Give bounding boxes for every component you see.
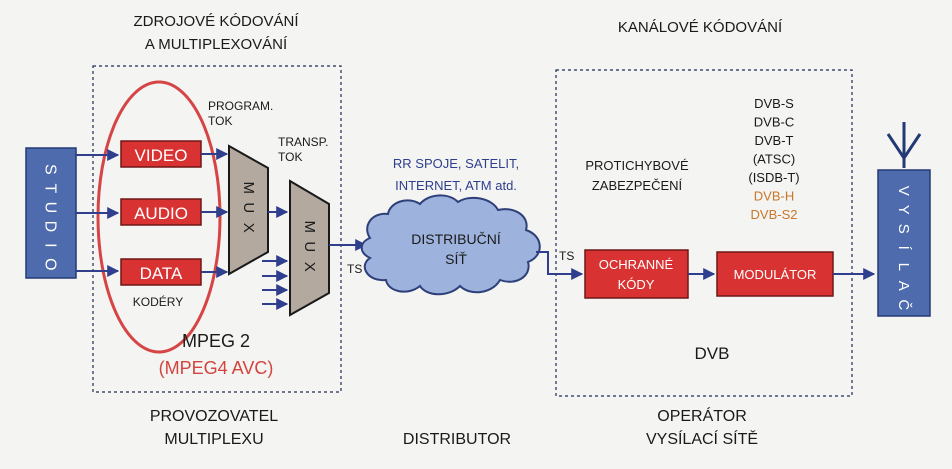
heading-source-coding-2: A MULTIPLEXOVÁNÍ — [145, 36, 288, 53]
links-label-2: INTERNET, ATM atd. — [395, 178, 517, 193]
transmitter-letter: Y — [895, 205, 912, 215]
protection-codes-box — [584, 249, 689, 299]
protection-codes-label-1: OCHRANNÉ — [599, 257, 674, 272]
standard-item: DVB-S — [754, 96, 794, 111]
data-label: DATA — [140, 264, 183, 283]
mpeg2-label: MPEG 2 — [182, 331, 250, 351]
error-protection-label-2: ZABEZPEČENÍ — [592, 178, 683, 193]
modulator-label: MODULÁTOR — [734, 267, 817, 282]
standards-list: DVB-S DVB-C DVB-T (ATSC) (ISDB-T) DVB-H DVB-S2 — [748, 96, 799, 222]
transmitter-letter: L — [895, 263, 912, 271]
footer-distributor: DISTRIBUTOR — [403, 431, 511, 448]
arrow-network-protection — [536, 251, 584, 280]
footer-network-operator-1: OPERÁTOR — [657, 406, 747, 425]
mpeg4-label: (MPEG4 AVC) — [159, 358, 274, 378]
mux-2-label: MUX — [301, 221, 318, 272]
mux-1-letter: X — [240, 223, 257, 233]
transmitter-letter: Í — [895, 246, 912, 251]
transmitter-letter: V — [895, 186, 912, 196]
heading-source-coding-1: ZDROJOVÉ KÓDOVÁNÍ — [133, 13, 299, 30]
error-protection-label-1: PROTICHYBOVÉ — [585, 158, 689, 173]
source-coding-region — [92, 65, 342, 393]
footer-operator-1: PROVOZOVATEL — [150, 408, 278, 425]
transmitter-label: VYS Í L AČ — [895, 186, 912, 311]
protection-codes-label-2: KÓDY — [618, 277, 655, 292]
transport-stream-label-2: TOK — [278, 150, 302, 164]
standard-item: DVB-C — [754, 115, 794, 130]
program-stream-label-1: PROGRAM. — [208, 99, 273, 113]
footer-network-operator-2: VYSÍLACÍ SÍTĚ — [646, 429, 758, 448]
standard-item: DVB-H — [754, 189, 794, 204]
mux-1-letter: M — [240, 182, 257, 195]
mux-2-letter: X — [301, 262, 318, 272]
mux-2-letter: M — [301, 221, 318, 234]
studio-box — [25, 147, 77, 279]
audio-encoder — [120, 198, 202, 226]
mux-2 — [289, 179, 330, 317]
network-label-1: DISTRIBUČNÍ — [411, 231, 501, 247]
mux-1-letter: U — [240, 202, 257, 213]
footer-operator-2: MULTIPLEXU — [164, 431, 263, 448]
distribution-network-cloud — [360, 194, 541, 296]
network-label-2: SÍŤ — [445, 251, 467, 267]
ts-label-1: TS — [347, 262, 362, 276]
antenna-icon — [886, 133, 922, 161]
ts-label-2: TS — [559, 249, 574, 263]
studio-letter: I — [41, 243, 58, 247]
standard-item: (ISDB-T) — [748, 170, 799, 185]
transmitter-letter: S — [895, 224, 912, 234]
links-label-1: RR SPOJE, SATELIT, — [393, 156, 519, 171]
audio-label: AUDIO — [134, 204, 188, 223]
studio-letter: S — [41, 164, 58, 175]
standard-item: DVB-T — [755, 133, 794, 148]
video-encoder — [120, 140, 202, 168]
program-stream-label-2: TOK — [208, 114, 232, 128]
transmitter-letter: Č — [895, 299, 912, 310]
heading-channel-coding: KANÁLOVÉ KÓDOVÁNÍ — [618, 19, 783, 36]
transmitter-box — [877, 169, 931, 317]
mux-1-label: MUX — [240, 182, 257, 233]
studio-letter: O — [41, 258, 58, 270]
modulator-box — [716, 251, 834, 297]
standard-item: (ATSC) — [753, 152, 795, 167]
mux-2-letter: U — [301, 241, 318, 252]
mux-1 — [228, 144, 269, 276]
standard-item: DVB-S2 — [751, 207, 798, 222]
video-label: VIDEO — [135, 146, 188, 165]
transmitter-letter: A — [895, 281, 912, 291]
studio-letter: T — [41, 184, 58, 194]
studio-letter: D — [41, 221, 58, 233]
transport-stream-label-1: TRANSP. — [278, 135, 328, 149]
dvb-label: DVB — [695, 344, 730, 363]
studio-letter: U — [41, 202, 58, 214]
channel-coding-region — [555, 69, 853, 397]
encoders-caption: KODÉRY — [133, 294, 183, 309]
